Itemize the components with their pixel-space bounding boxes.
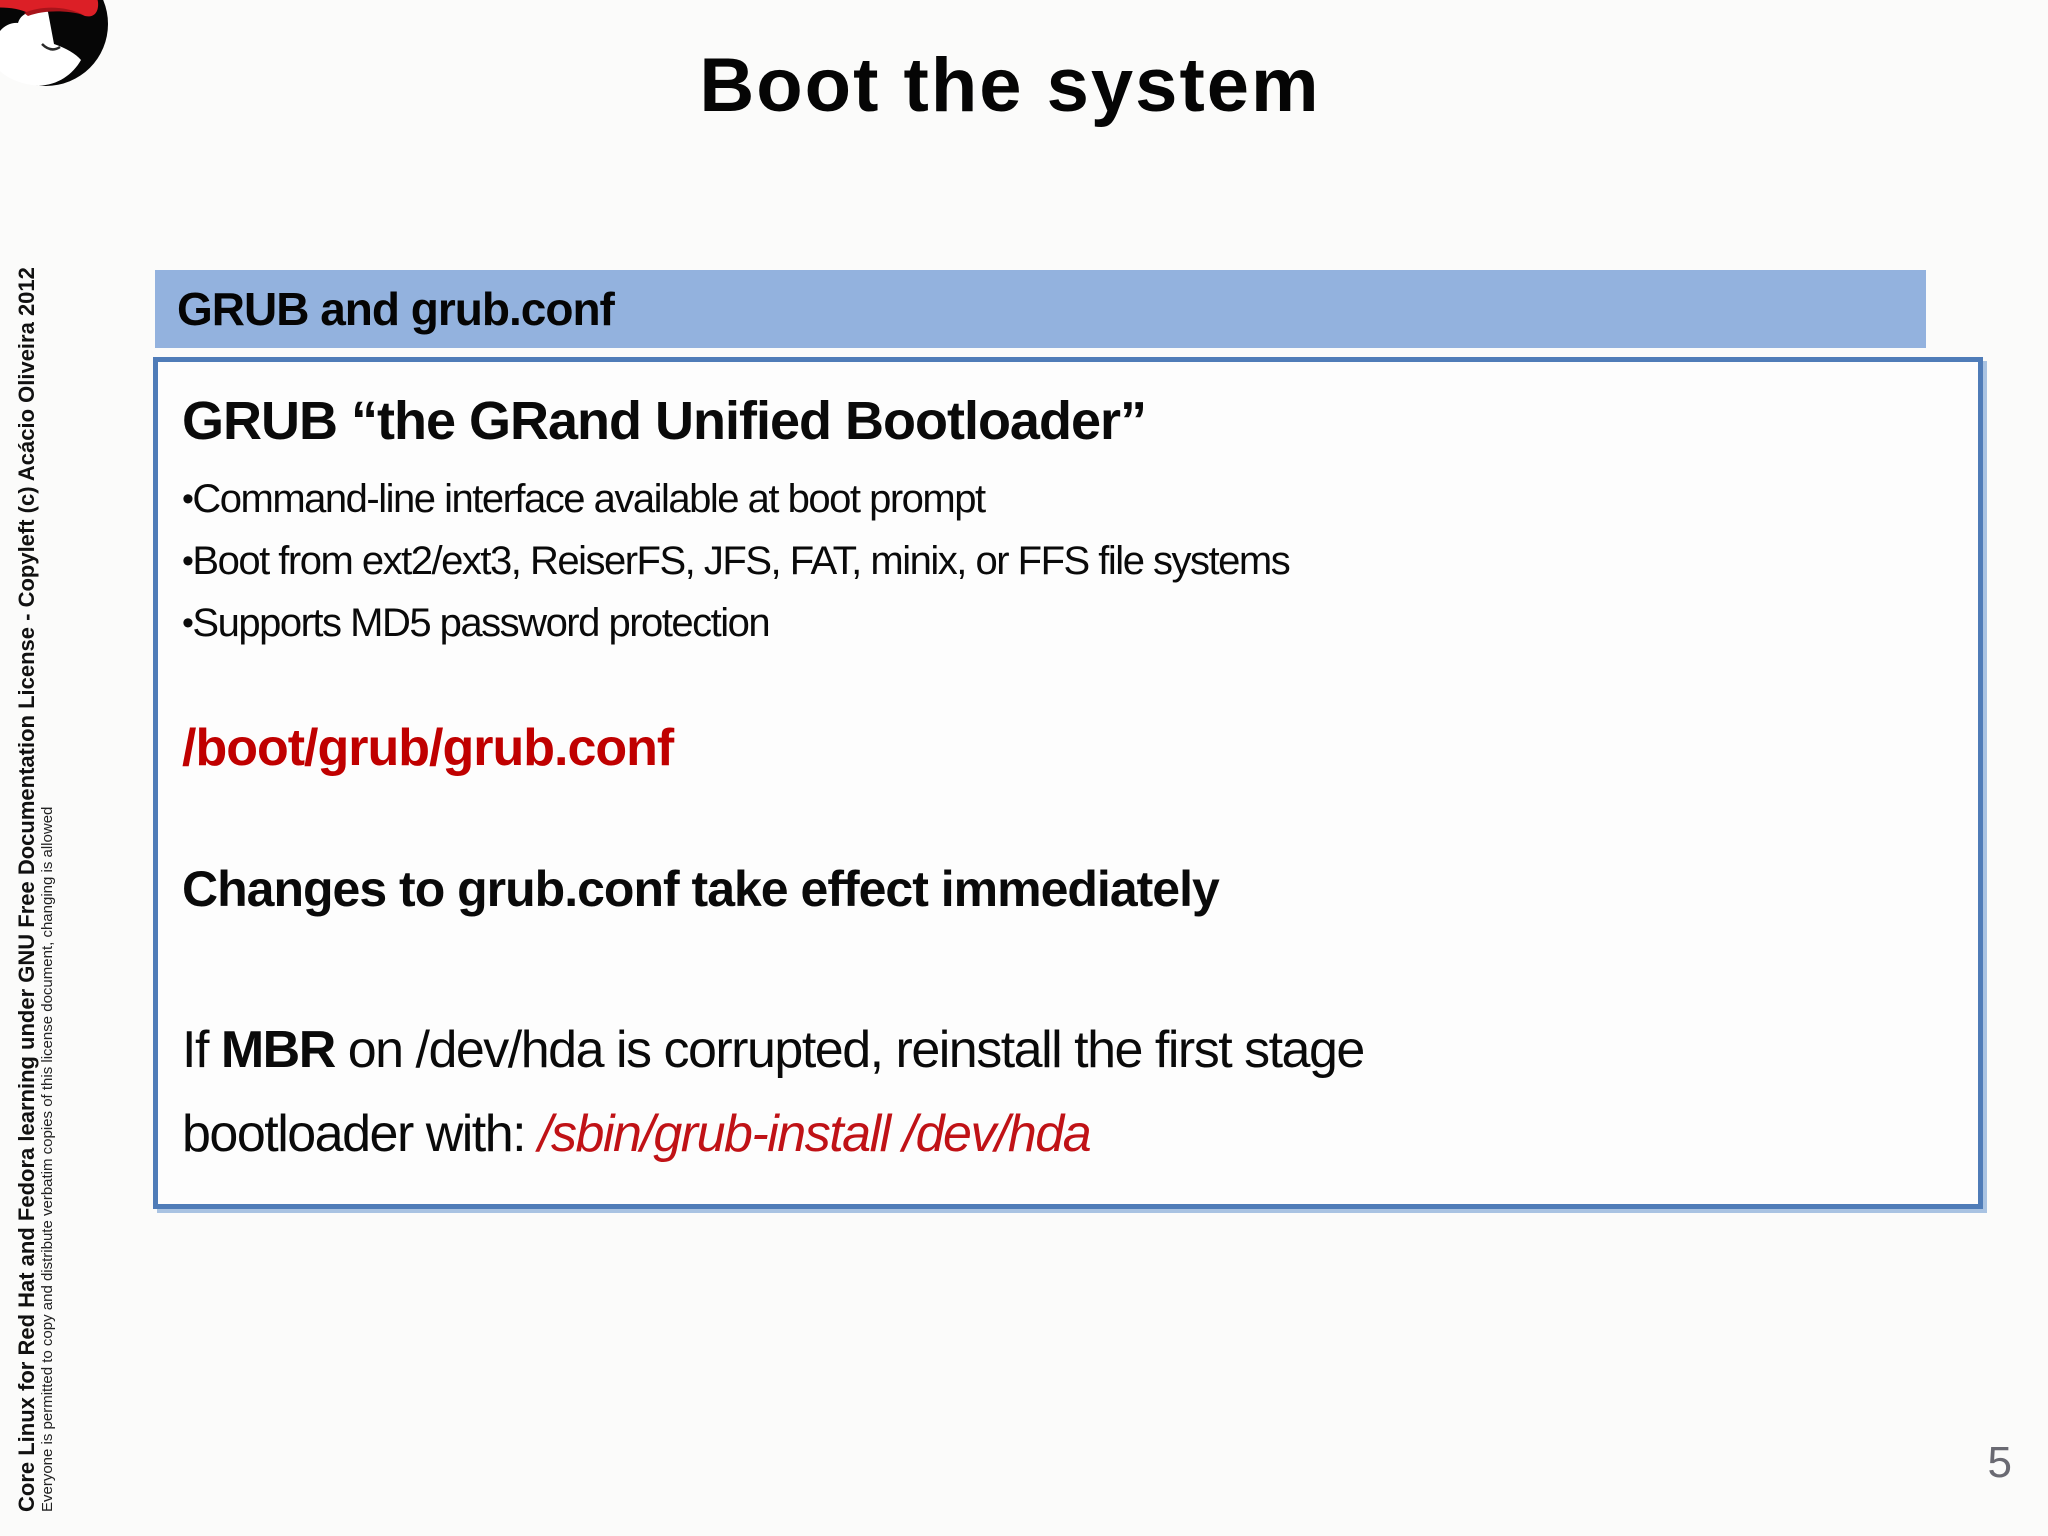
copyright-line-2: Everyone is permitted to copy and distri… bbox=[39, 806, 56, 1512]
bullet-text: Supports MD5 password protection bbox=[192, 601, 770, 645]
bullet-icon: • bbox=[182, 480, 194, 518]
bullet-icon: • bbox=[182, 542, 194, 580]
page-number: 5 bbox=[1987, 1438, 2012, 1487]
bullet-text: Boot from ext2/ext3, ReiserFS, JFS, FAT,… bbox=[192, 539, 1290, 583]
grub-install-command: /sbin/grub-install /dev/hda bbox=[538, 1105, 1092, 1163]
mbr-text: bootloader with: bbox=[182, 1105, 539, 1163]
mbr-text: on /dev/hda is corrupted, reinstall the … bbox=[334, 1021, 1366, 1079]
copyright-sidebar: Core Linux for Red Hat and Fedora learni… bbox=[14, 267, 57, 1512]
content-box: GRUB “the GRand Unified Bootloader” •Com… bbox=[153, 357, 1983, 1209]
redhat-logo-icon bbox=[0, 0, 108, 86]
mbr-text: If bbox=[182, 1021, 221, 1079]
content-heading: GRUB “the GRand Unified Bootloader” bbox=[182, 391, 1147, 451]
bullet-icon: • bbox=[182, 604, 194, 642]
section-header-label: GRUB and grub.conf bbox=[177, 283, 615, 335]
bullet-item: •Supports MD5 password protection bbox=[182, 592, 1948, 654]
bullet-list: •Command-line interface available at boo… bbox=[182, 468, 1948, 654]
mbr-bold: MBR bbox=[220, 1021, 336, 1079]
bullet-item: •Command-line interface available at boo… bbox=[182, 468, 1948, 530]
bullet-item: •Boot from ext2/ext3, ReiserFS, JFS, FAT… bbox=[182, 530, 1948, 592]
bullet-text: Command-line interface available at boot… bbox=[192, 477, 986, 521]
mbr-paragraph: If MBR on /dev/hda is corrupted, reinsta… bbox=[182, 1008, 1948, 1176]
grub-conf-path: /boot/grub/grub.conf bbox=[182, 719, 674, 777]
section-header-bar: GRUB and grub.conf bbox=[155, 270, 1926, 348]
grub-conf-statement: Changes to grub.conf take effect immedia… bbox=[182, 861, 1220, 917]
page-title: Boot the system bbox=[699, 43, 1321, 128]
copyright-line-1: Core Linux for Red Hat and Fedora learni… bbox=[14, 267, 39, 1512]
